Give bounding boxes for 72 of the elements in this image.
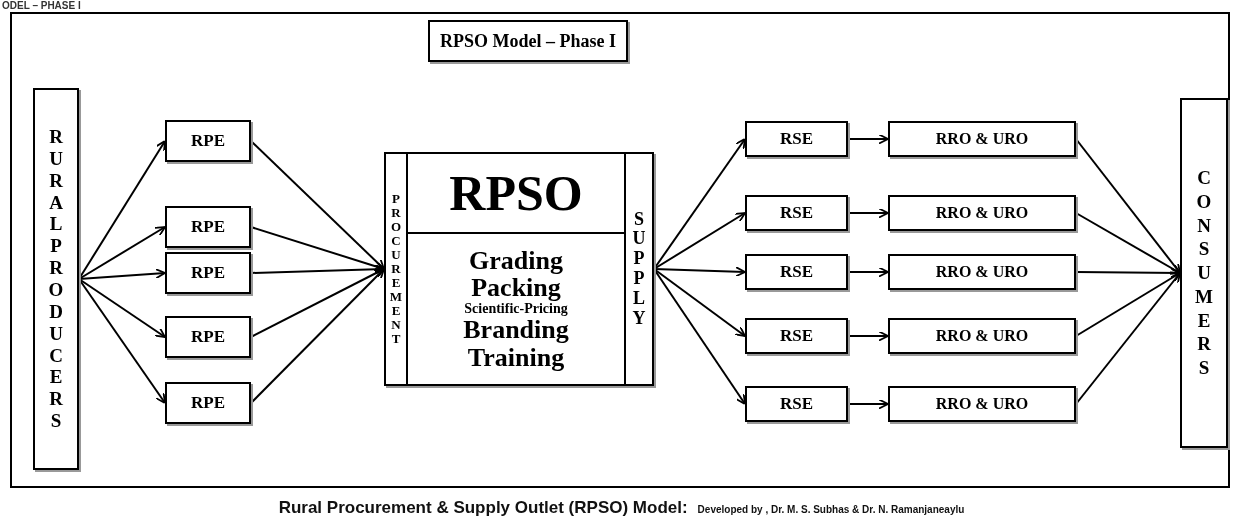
box-label: RSE (779, 130, 814, 148)
activity-label: Packing (471, 274, 561, 302)
box-label: RRO & URO (935, 263, 1029, 281)
process-box (745, 121, 848, 157)
arrow (78, 268, 166, 280)
arrow (78, 278, 166, 404)
process-box (745, 254, 848, 290)
box-label: RSE (779, 263, 814, 281)
activity-label: Branding (463, 316, 569, 344)
vertical-label: RURAL PRODUCERS (47, 126, 65, 432)
arrow (1075, 272, 1181, 405)
box-label: RPSO Model – Phase I (440, 31, 616, 51)
box-label: RPE (191, 264, 225, 282)
arrow (653, 268, 746, 405)
process-box (888, 386, 1076, 422)
box-label: RRO & URO (935, 327, 1029, 345)
box-label: RPSO (449, 166, 583, 220)
box-label: RSE (779, 327, 814, 345)
process-box (888, 121, 1076, 157)
column-box (384, 152, 408, 386)
column-box (624, 152, 654, 386)
activity-label: Scientific-Pricing (464, 301, 568, 317)
process-box (888, 195, 1076, 231)
arrow (1075, 138, 1181, 274)
box-label: RRO & URO (935, 130, 1029, 148)
arrow (78, 278, 166, 338)
arrow (847, 266, 889, 278)
box-label: RPE (191, 328, 225, 346)
arrow (250, 140, 385, 270)
process-box (165, 382, 251, 424)
arrow (847, 330, 889, 342)
arrow (847, 133, 889, 145)
process-box (745, 386, 848, 422)
arrow (1075, 212, 1181, 274)
process-box (165, 120, 251, 162)
column-box (33, 88, 79, 470)
arrow (653, 268, 746, 337)
box-label: RPE (191, 132, 225, 150)
arrow (250, 268, 385, 404)
arrow (1075, 272, 1181, 337)
vertical-label: PROCUREMENT (389, 191, 403, 347)
credit-note: Developed by , Dr. M. S. Subhas & Dr. N. Ramanjaneaylu (697, 504, 965, 515)
box-label: RPE (191, 394, 225, 412)
arrow (78, 226, 166, 280)
title-box (428, 20, 628, 62)
activity-label: Grading (469, 247, 563, 275)
box-label: RRO & URO (935, 395, 1029, 413)
box-label: RPE (191, 218, 225, 236)
arrow (250, 268, 385, 338)
process-box (165, 252, 251, 294)
arrow (653, 266, 746, 278)
activity-box (406, 232, 626, 386)
center-box (406, 152, 626, 234)
vertical-label: CONSUMERS (1194, 166, 1214, 380)
caption: Rural Procurement & Supply Outlet (RPSO) Model: (278, 498, 688, 518)
column-box (1180, 98, 1228, 448)
arrow (847, 207, 889, 219)
arrow (653, 212, 746, 270)
vertical-label: SUPPLY (631, 209, 647, 329)
process-box (165, 316, 251, 358)
process-box (888, 318, 1076, 354)
process-box (745, 195, 848, 231)
process-box (888, 254, 1076, 290)
box-label: RSE (779, 395, 814, 413)
process-box (165, 206, 251, 248)
process-box (745, 318, 848, 354)
box-label: RRO & URO (935, 204, 1029, 222)
heading-fragment: ODEL – PHASE I (2, 1, 81, 11)
activity-label: Training (467, 343, 565, 371)
arrow (847, 398, 889, 410)
box-label: RSE (779, 204, 814, 222)
arrow (250, 226, 385, 272)
